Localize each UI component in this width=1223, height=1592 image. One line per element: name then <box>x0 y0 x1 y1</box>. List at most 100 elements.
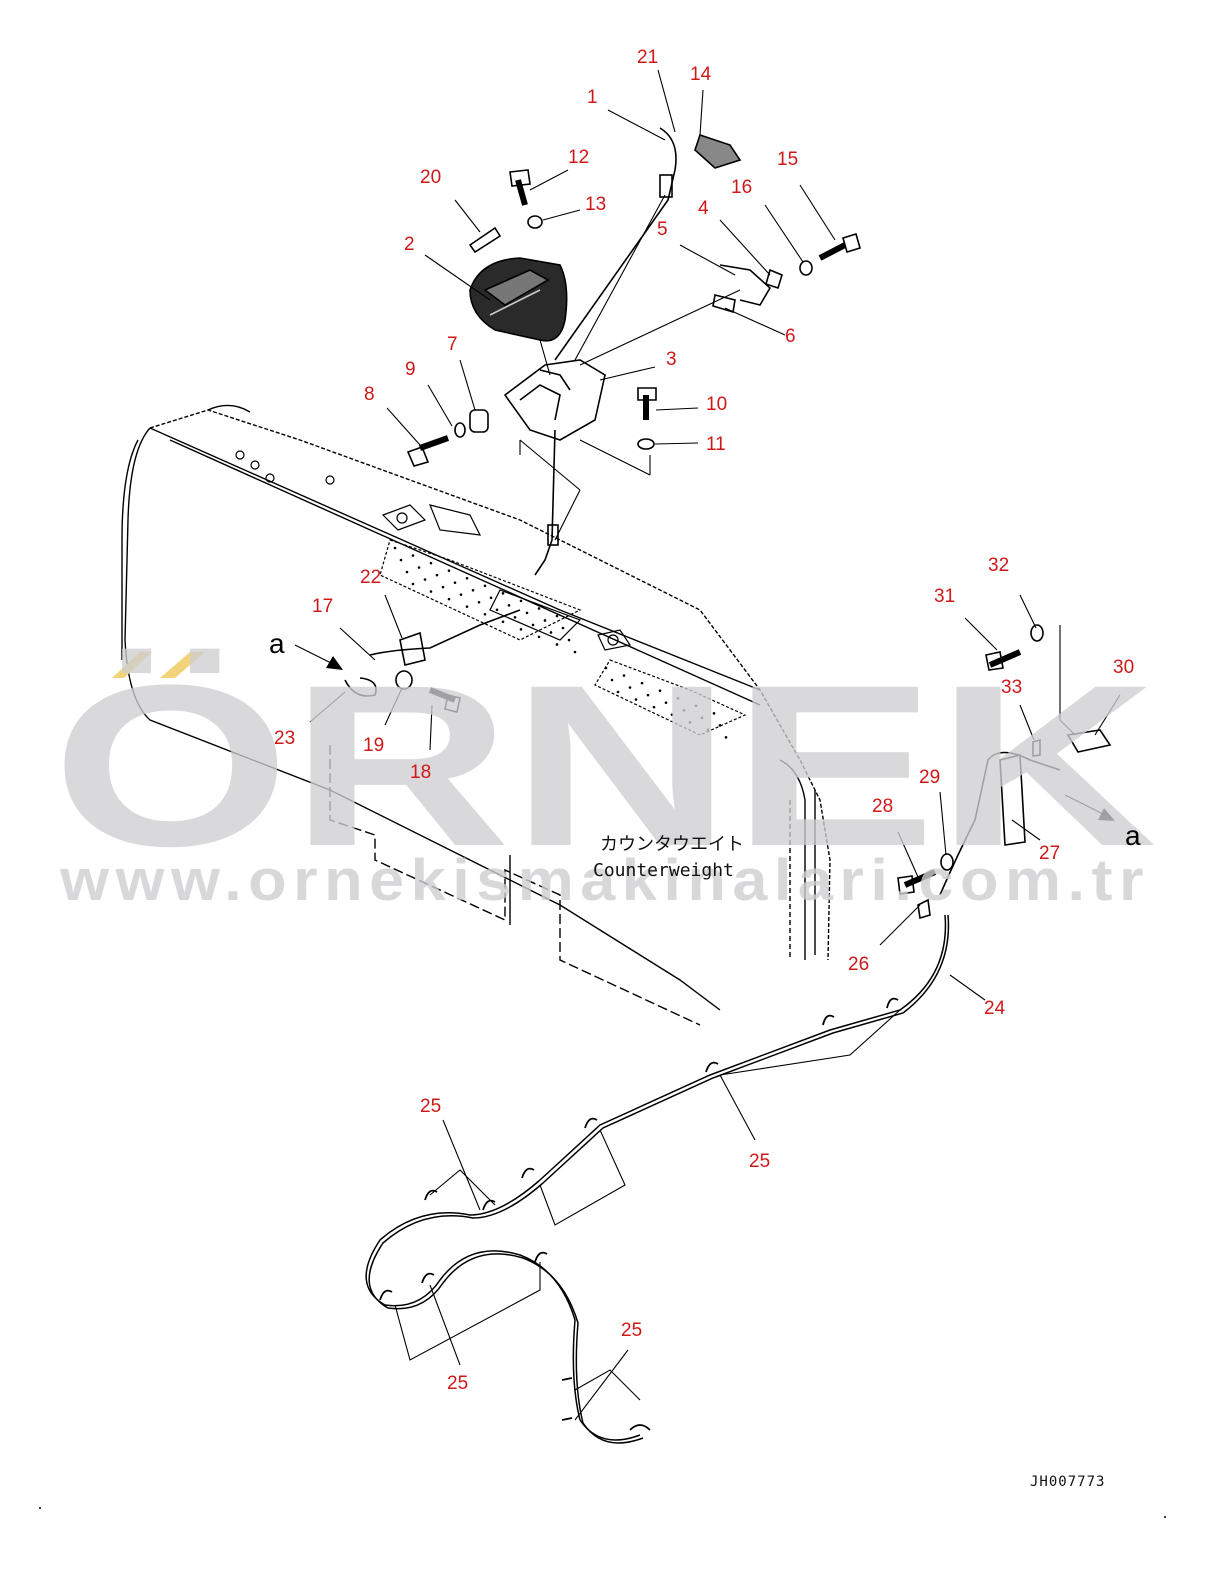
plate-dot <box>525 611 529 615</box>
plate-dot <box>573 650 577 654</box>
plate-dot <box>567 638 571 642</box>
callout-23: 23 <box>274 728 295 749</box>
plate-dot <box>616 690 620 694</box>
corner-mark <box>39 1507 41 1509</box>
plate-dot <box>652 705 656 709</box>
right-harness-group <box>897 624 1112 920</box>
plate-dot <box>471 588 475 592</box>
plate-dot <box>561 626 565 630</box>
plate-dot <box>453 581 457 584</box>
callout-32: 32 <box>988 555 1009 576</box>
plate-dot <box>676 696 680 700</box>
callout-5: 5 <box>657 219 668 240</box>
counterweight-outline <box>121 404 831 1026</box>
callout-22: 22 <box>360 567 381 588</box>
callout-25-a: 25 <box>420 1096 441 1117</box>
callout-14: 14 <box>690 64 712 85</box>
callout-6: 6 <box>785 326 796 347</box>
callout-25-b: 25 <box>749 1151 770 1172</box>
plate-dot <box>549 631 553 634</box>
corner-mark <box>1164 1516 1166 1518</box>
view-marker-right: a <box>1125 820 1141 851</box>
callout-20: 20 <box>420 167 441 188</box>
plate-dot <box>513 616 517 619</box>
label-counterweight: Counterweight <box>593 860 734 881</box>
plate-dot <box>507 604 511 607</box>
plate-dot <box>712 712 716 715</box>
plate-dot <box>694 704 698 708</box>
callout-16: 16 <box>731 177 752 198</box>
plate-dot <box>393 546 397 550</box>
plate-dot <box>465 576 469 580</box>
plate-dot <box>555 643 559 646</box>
plate-dot <box>604 666 608 670</box>
plate-dot <box>537 635 541 639</box>
plate-dot <box>610 678 614 682</box>
plate-dot <box>405 570 409 574</box>
callout-26: 26 <box>848 954 869 975</box>
plate-dot <box>465 605 469 608</box>
plate-dot <box>640 681 644 685</box>
callout-28: 28 <box>872 796 893 817</box>
plate-dot <box>429 561 433 565</box>
plate-dot <box>646 693 650 697</box>
plate-dot <box>706 728 710 732</box>
plate-dot <box>555 614 559 618</box>
callout-10: 10 <box>706 394 727 415</box>
plate-dot <box>658 689 662 692</box>
callout-2: 2 <box>404 234 415 255</box>
callout-labels: 21 14 1 12 15 20 16 13 4 2 5 6 7 3 9 8 1… <box>274 47 1134 1394</box>
callout-11: 11 <box>706 434 726 455</box>
callout-21: 21 <box>637 47 658 68</box>
plate-dot <box>537 607 541 610</box>
callout-30: 30 <box>1113 657 1134 678</box>
callout-19: 19 <box>363 735 384 756</box>
plate-dot <box>622 674 626 677</box>
watermark-url: www.ornekismakinalari.com.tr <box>59 848 1150 913</box>
plate-dot <box>501 592 505 595</box>
callout-3: 3 <box>666 349 677 370</box>
plate-dot <box>501 620 505 624</box>
callout-29: 29 <box>919 767 940 788</box>
plate-texture <box>393 546 728 739</box>
watermark: ÖRNEK www.ornekismakinalari.com.tr <box>52 637 1157 913</box>
plate-dot <box>441 585 445 589</box>
plate-dot <box>399 558 403 562</box>
plate-dot <box>682 708 686 712</box>
callout-31: 31 <box>934 586 955 607</box>
plate-dot <box>495 608 499 612</box>
plate-dot <box>411 554 415 557</box>
leader-lines <box>294 69 1121 1421</box>
callout-33: 33 <box>1001 677 1022 698</box>
plate-dot <box>429 590 433 593</box>
label-japanese: カウンタウエイト <box>600 834 744 855</box>
plate-dot <box>670 713 674 716</box>
plate-dot <box>700 716 704 720</box>
plate-dot <box>724 736 728 739</box>
main-harness <box>365 914 950 1444</box>
plate-dot <box>543 619 547 622</box>
callout-8: 8 <box>364 384 375 405</box>
watermark-brand: ÖRNEK <box>52 637 1157 894</box>
plate-dot <box>718 724 722 727</box>
plate-dot <box>411 582 415 586</box>
plate-dot <box>628 686 632 689</box>
callout-12: 12 <box>568 147 589 168</box>
clamp-assembly <box>344 609 521 713</box>
plate-dot <box>483 612 487 616</box>
callout-25-d: 25 <box>447 1373 468 1394</box>
view-marker-left: a <box>269 628 285 659</box>
plate-dot <box>489 596 493 600</box>
plate-dot <box>483 584 487 588</box>
callout-4: 4 <box>698 198 709 219</box>
plate-dot <box>477 600 481 604</box>
callout-7: 7 <box>447 334 458 355</box>
callout-24: 24 <box>984 998 1006 1019</box>
callout-1: 1 <box>587 87 598 108</box>
plate-dot <box>634 698 638 701</box>
plate-dot <box>664 701 668 704</box>
watermark-accent-left <box>112 652 152 678</box>
mounting-plates <box>235 450 747 736</box>
